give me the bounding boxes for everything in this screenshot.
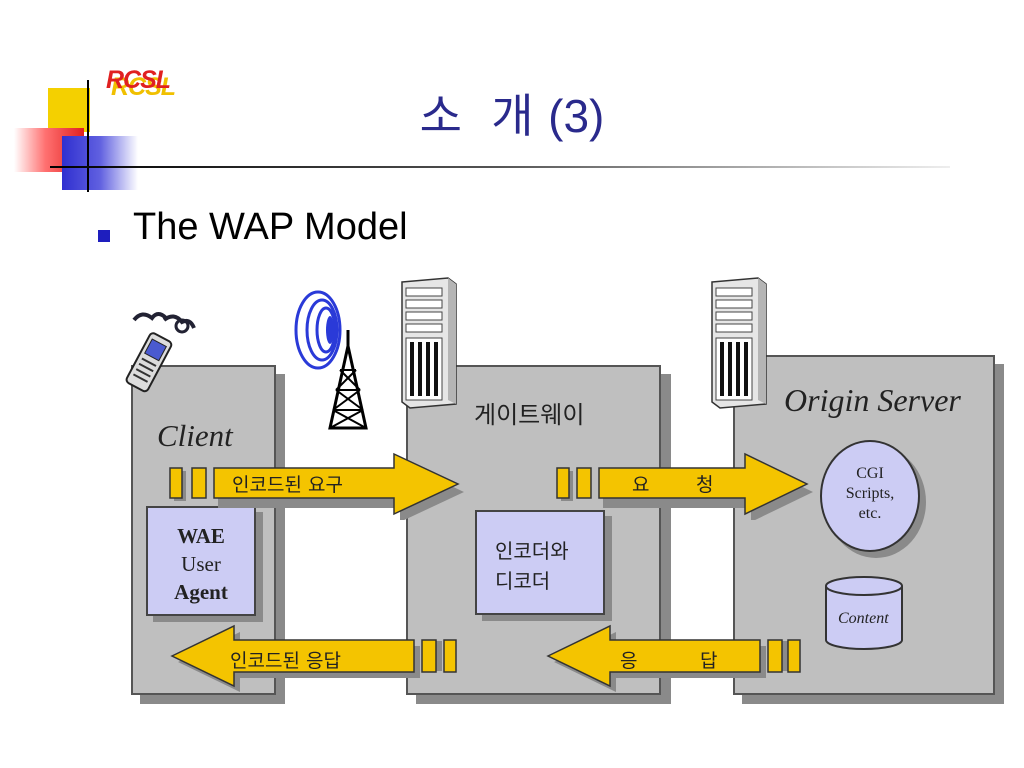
encoder-line: 인코더와 <box>495 539 569 563</box>
response-label-1: 응 <box>620 650 638 672</box>
logo-shadow: RCSL <box>111 73 176 101</box>
mobile-phone-icon <box>125 312 196 393</box>
encoded-request-arrow <box>169 452 464 520</box>
encoder-line: 디코더 <box>495 569 551 593</box>
deco-vertical-line <box>87 80 89 192</box>
cgi-scripts-ellipse: CGI Scripts, etc. <box>820 440 920 552</box>
client-label: Client <box>157 418 233 453</box>
cgi-line: CGI <box>856 465 884 482</box>
request-label-2: 청 <box>696 474 714 496</box>
title-korean: 소 개 <box>419 89 534 143</box>
bullet-square-icon <box>98 230 110 242</box>
encoded-request-label: 인코드된 요구 <box>232 474 343 496</box>
content-label: Content <box>838 610 889 627</box>
gateway-label: 게이트웨이 <box>474 401 585 429</box>
encoded-response-label: 인코드된 응답 <box>230 650 341 672</box>
page-title: 소 개 (3) <box>0 80 1024 146</box>
gateway-server-icon <box>401 277 457 409</box>
title-number: (3) <box>548 90 605 142</box>
response-label-2: 답 <box>700 650 718 672</box>
request-label-1: 요 <box>632 474 650 496</box>
origin-server-icon <box>711 277 767 409</box>
agent-line: WAE <box>177 524 225 548</box>
antenna-tower-icon <box>294 290 368 430</box>
deco-horizontal-line <box>50 166 950 168</box>
agent-line: Agent <box>174 580 228 604</box>
deco-blue-gradient <box>62 136 138 190</box>
origin-label: Origin Server <box>784 382 961 418</box>
response-arrow <box>546 624 801 692</box>
encoder-decoder-box: 인코더와 디코더 <box>475 510 605 615</box>
deco-yellow-square <box>48 88 90 132</box>
wae-user-agent-box: WAE User Agent <box>146 506 256 616</box>
cgi-line: etc. <box>858 505 882 522</box>
encoded-response-arrow <box>170 624 457 692</box>
cgi-line: Scripts, <box>845 485 895 502</box>
bullet-text: The WAP Model <box>133 206 408 248</box>
content-cylinder-icon <box>825 576 903 650</box>
agent-line: User <box>181 552 221 576</box>
request-arrow <box>556 452 813 520</box>
logo: RCSL <box>106 66 171 94</box>
